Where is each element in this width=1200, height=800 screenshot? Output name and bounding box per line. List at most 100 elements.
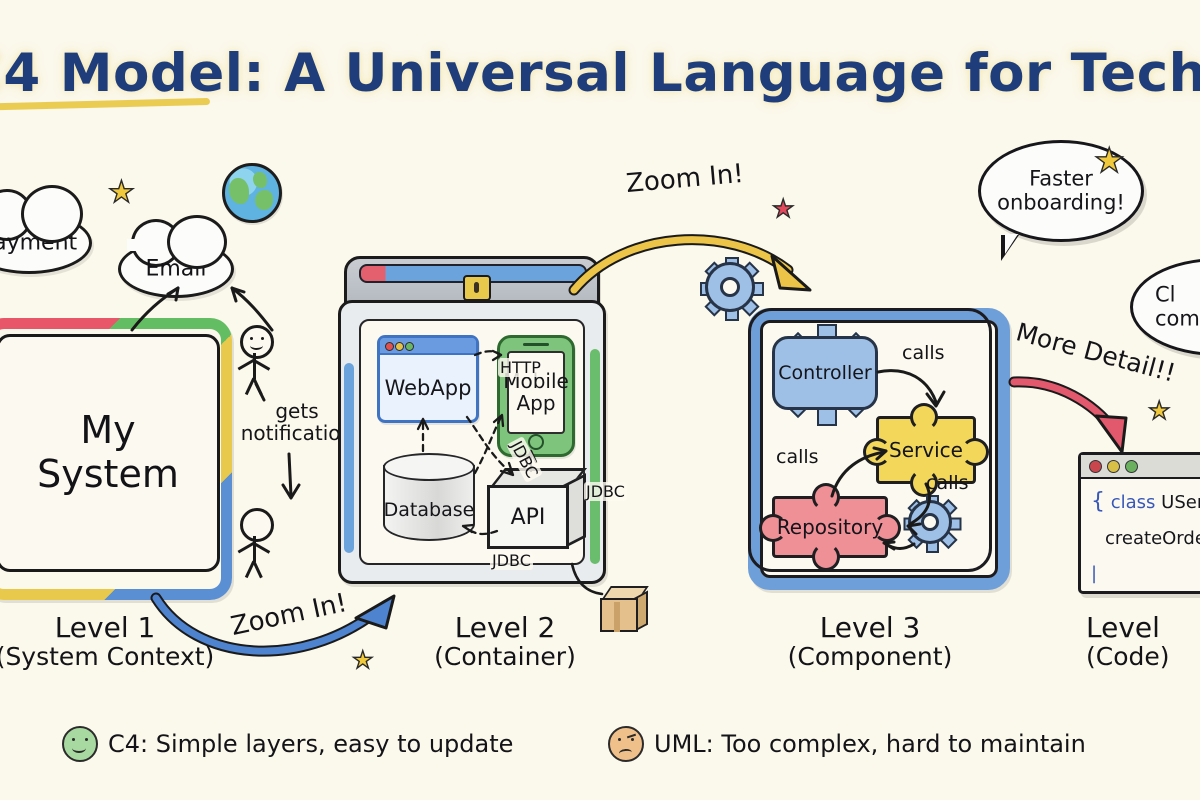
arrow-more-detail-level3-level4 <box>1008 376 1128 454</box>
bubble-faster-onboarding[interactable]: Faster onboarding! <box>978 140 1144 261</box>
container-database[interactable]: Database <box>383 453 475 541</box>
footer-c4-text: C4: Simple layers, easy to update <box>108 730 514 758</box>
level-1-caption-sub: (System Context) <box>0 642 215 672</box>
globe-icon <box>222 163 282 223</box>
yellow-star-icon: ★ <box>107 175 135 210</box>
edge-label-jdbc-bottom: JDBC <box>490 551 533 570</box>
bubble-tail-fill <box>1005 234 1018 254</box>
code-window-body: { class USer createOrde | <box>1081 477 1200 591</box>
component-repository-label: Repository <box>776 515 884 539</box>
my-system-label-line1: My <box>80 408 136 453</box>
code-line-3: | <box>1091 563 1098 584</box>
component-controller[interactable]: Controller <box>772 324 878 426</box>
level-3-caption: Level 3 (Component) <box>756 612 984 671</box>
arrow-service-to-repository <box>882 482 931 551</box>
yellow-star-icon: ★ <box>1147 396 1171 425</box>
code-line-1: { class USer <box>1091 489 1200 514</box>
gets-notification-line1: gets <box>275 399 319 423</box>
edge-label-calls-top: calls <box>902 342 945 364</box>
level-2-caption-main: Level 2 <box>454 611 556 644</box>
bubble-line1: Faster <box>1029 166 1093 191</box>
level-4-caption-main: Level <box>1086 611 1160 644</box>
level-4-caption-sub: (Code) <box>1086 642 1170 672</box>
level-1-caption: Level 1 (System Context) <box>0 612 230 671</box>
container-diagram-suitcase[interactable]: Web App Mobile App <box>338 256 606 584</box>
gear-icon <box>903 495 961 553</box>
phone-speaker <box>523 343 549 346</box>
level-3-caption-sub: (Component) <box>787 642 953 672</box>
window-dot-red-icon <box>385 342 394 351</box>
web-app-line1: Web <box>384 375 431 400</box>
external-system-email[interactable]: Email <box>118 215 234 298</box>
footer-uml-text: UML: Too complex, hard to maintain <box>654 730 1086 758</box>
code-brace: { <box>1091 489 1105 514</box>
window-dot-red-icon <box>1089 460 1102 473</box>
window-dot-yellow-icon <box>1107 460 1120 473</box>
code-window-titlebar <box>1081 455 1200 479</box>
level-2-caption: Level 2 (Container) <box>390 612 620 671</box>
phone-home-button-icon <box>528 434 544 450</box>
person-actor-top[interactable] <box>237 325 274 396</box>
container-web-app-label: Web App <box>380 356 476 420</box>
red-star-icon: ★ <box>771 194 795 223</box>
bubble2-line2: commu <box>1155 307 1200 331</box>
container-database-label: Database <box>383 498 475 521</box>
level-3-caption-main: Level 3 <box>819 611 921 644</box>
arrow-repository-to-service <box>830 446 888 498</box>
footer-item-c4: C4: Simple layers, easy to update <box>62 726 513 762</box>
suitcase-interior: Web App Mobile App <box>359 319 587 565</box>
mobile-app-line2: App <box>516 390 556 415</box>
bubble-line2: onboarding! <box>997 191 1125 215</box>
container-web-app[interactable]: Web App <box>377 335 479 423</box>
window-dot-green-icon <box>1125 460 1138 473</box>
container-api[interactable]: API <box>487 468 587 549</box>
suitcase-band-right <box>590 349 600 564</box>
arrow-zoom-in-level1-level2 <box>150 592 396 657</box>
package-squiggle <box>570 562 604 596</box>
component-repository[interactable]: Repository <box>759 483 901 571</box>
window-dot-yellow-icon <box>395 342 404 351</box>
page-title: C4 Model: A Universal Language for Techn… <box>0 34 1200 112</box>
level-2-caption-sub: (Container) <box>434 642 576 672</box>
suitcase-lid <box>344 256 600 308</box>
confused-face-icon <box>608 726 644 762</box>
page-title-text: C4 Model: A Universal Language for Techn… <box>0 42 1200 104</box>
component-diagram-frame <box>748 308 992 572</box>
footer-notes: C4: Simple layers, easy to update UML: T… <box>0 722 1200 772</box>
yellow-star-icon: ★ <box>1093 141 1125 181</box>
bubble-clear-communication[interactable]: Cl commu <box>1130 258 1200 356</box>
arrow-person-to-email <box>230 286 274 332</box>
bubble-faster-onboarding-text: Faster onboarding! <box>989 167 1133 216</box>
edge-label-calls-left: calls <box>776 446 819 468</box>
window-dot-green-icon <box>405 342 414 351</box>
web-app-line2: App <box>430 375 472 400</box>
gets-notification-line2: notification <box>240 421 354 446</box>
edge-label-http: HTTP <box>498 358 543 377</box>
code-window[interactable]: { class USer createOrde | <box>1078 452 1200 594</box>
arrow-system-to-email <box>130 286 180 332</box>
code-keyword-class: class <box>1110 492 1156 513</box>
code-line-2: createOrde <box>1105 528 1200 549</box>
component-controller-label: Controller <box>778 362 872 384</box>
arrow-zoom-in-level2-level3 <box>568 234 812 296</box>
external-system-payment[interactable]: Payment <box>0 185 92 274</box>
person-actor-bottom[interactable] <box>237 508 274 579</box>
yellow-star-icon: ★ <box>351 646 374 674</box>
gets-notification-label: gets notification <box>232 400 362 445</box>
arrow-controller-to-service <box>876 369 946 408</box>
component-service-label: Service <box>889 438 963 462</box>
my-system-box[interactable]: My System <box>0 334 220 572</box>
suitcase-body: Web App Mobile App <box>338 300 606 584</box>
bubble-clear-communication-text: Cl commu <box>1155 283 1200 332</box>
smiley-face-icon <box>62 726 98 762</box>
zoom-in-label-top: Zoom In! <box>624 158 745 200</box>
edge-label-calls-right: calls <box>926 472 969 494</box>
gear-icon <box>700 257 764 321</box>
package-box-icon <box>600 586 649 632</box>
component-service[interactable]: Service <box>863 403 989 497</box>
external-system-payment-label: Payment <box>0 230 78 256</box>
suitcase-band-left <box>344 363 354 553</box>
my-system-label: My System <box>37 408 179 496</box>
database-cylinder-top <box>383 453 475 481</box>
